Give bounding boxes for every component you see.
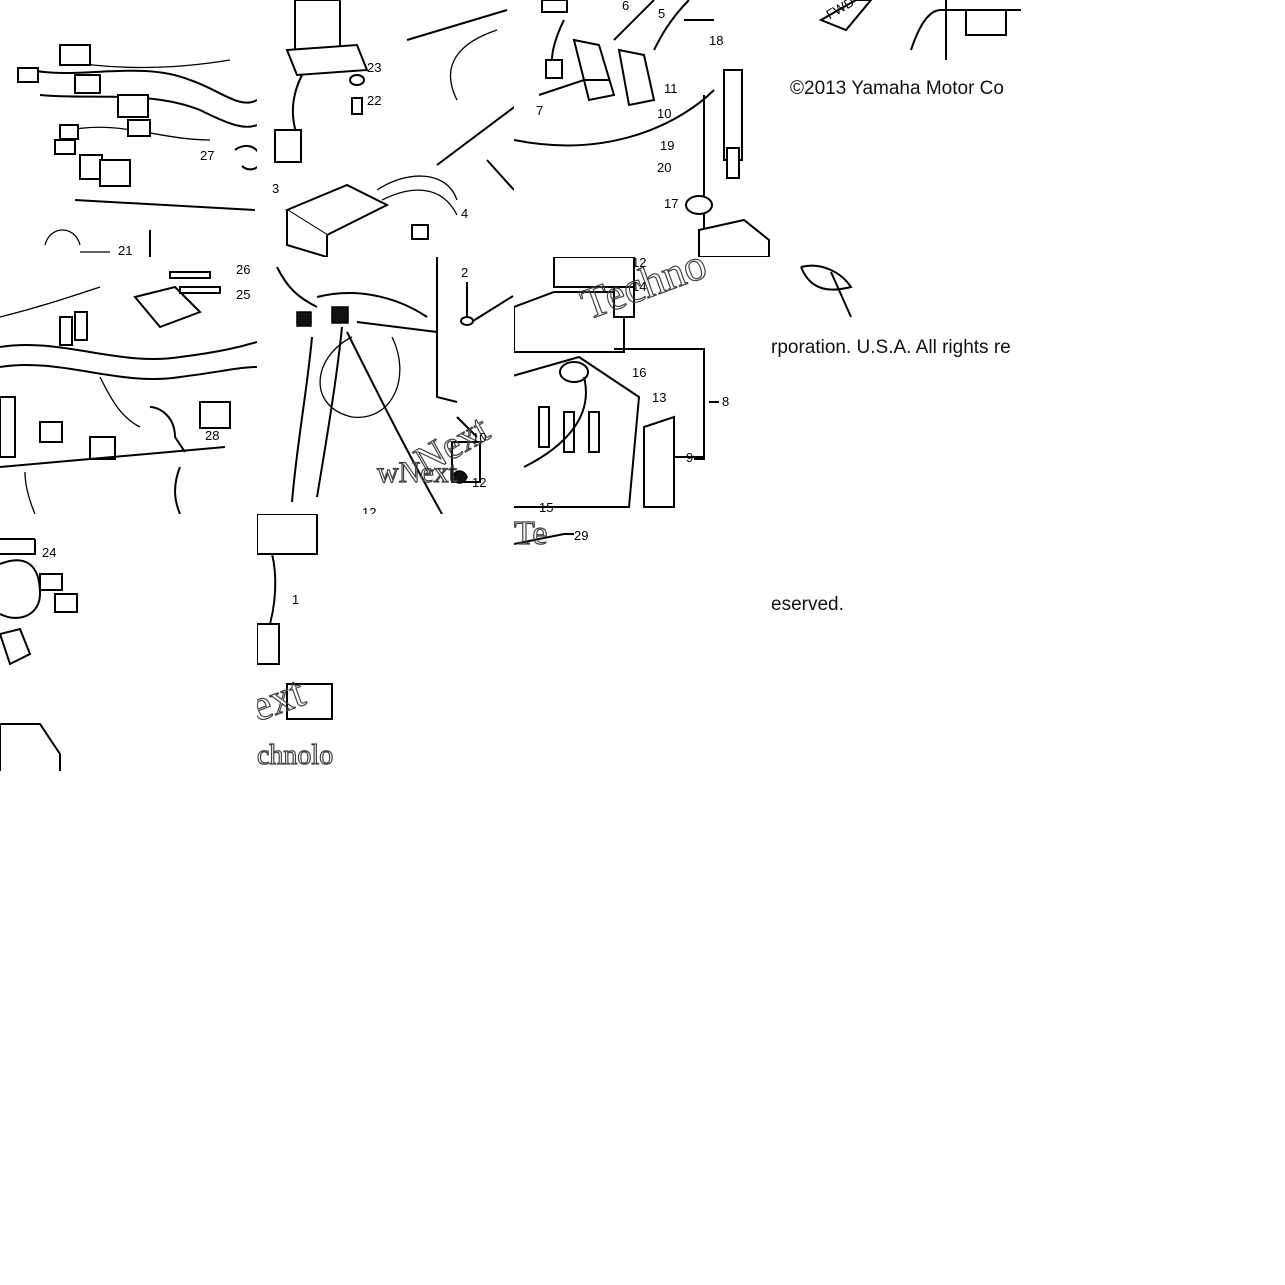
callout-7: 7 (536, 103, 543, 118)
callout-13b: 12 (362, 505, 376, 514)
callout-24: 24 (42, 545, 56, 560)
harness-upper-drawing: 27 21 (17, 44, 257, 257)
callout-18: 18 (709, 33, 723, 48)
callout-23: 23 (367, 60, 381, 75)
lower-middle-drawing: ext chnolo 1 (257, 514, 334, 771)
tile-lower-middle: ext chnolo 1 (257, 514, 353, 771)
callout-20: 20 (657, 160, 671, 175)
lower-left-drawing: 24 (0, 538, 78, 771)
tile-bolt-strip: 2 (437, 257, 514, 347)
callout-17: 17 (664, 196, 678, 211)
callout-29: 29 (574, 528, 588, 543)
callout-4: 4 (461, 206, 468, 221)
tile-lower-right: Te 29 (514, 514, 614, 564)
tile-copyright-middle (771, 257, 1028, 514)
fwd-arrow-icon (818, 0, 873, 32)
callout-22: 22 (367, 93, 381, 108)
callout-21: 21 (118, 243, 132, 257)
callout-10: 10 (657, 106, 671, 121)
fwd-drawing: FWD (818, 0, 1021, 60)
mount-drawing (800, 264, 853, 318)
callout-5: 5 (658, 6, 665, 21)
plug-caps-drawing: 6 5 7 18 11 10 19 20 17 (514, 0, 770, 257)
callout-15: 15 (539, 500, 553, 514)
callout-8: 8 (722, 394, 729, 409)
copyright-part2: rporation. U.S.A. All rights re (771, 337, 1011, 358)
cdi-unit-drawing: wNext Next 10 12 12 (276, 257, 497, 514)
tile-cdi-unit: wNext Next 10 12 12 (257, 257, 514, 514)
callout-3: 3 (272, 181, 279, 196)
bolt-drawing: 2 (460, 265, 514, 326)
callout-19: 19 (660, 138, 674, 153)
callout-13: 13 (652, 390, 666, 405)
callout-14: 14 (632, 279, 646, 294)
ignition-coil-drawing: 23 22 3 4 (272, 0, 514, 257)
tile-copyright-top: FWD (771, 0, 1028, 257)
copyright-part1: ©2013 Yamaha Motor Co (790, 78, 1004, 99)
callout-25: 25 (236, 287, 250, 302)
tile-wire-harness-upper: 27 21 (0, 0, 257, 257)
callout-12: 12 (632, 257, 646, 270)
callout-12b: 12 (472, 475, 486, 490)
watermark-chnolo: chnolo (257, 740, 333, 771)
callout-28: 28 (205, 428, 219, 443)
harness-lower-drawing: 26 25 28 (0, 262, 257, 514)
callout-11: 11 (664, 81, 678, 96)
callout-10b: 10 (472, 430, 486, 445)
tile-regulator: Techno 12 14 16 13 8 9 15 2 (514, 257, 771, 514)
copyright-part3: eserved. (771, 594, 844, 615)
callout-27: 27 (200, 148, 214, 163)
callout-2-label: 2 (461, 265, 468, 280)
callout-26: 26 (236, 262, 250, 277)
callout-6: 6 (622, 0, 629, 13)
callout-1: 1 (292, 592, 299, 607)
callout-9: 9 (686, 450, 693, 465)
lower-right-drawing: Te 29 (514, 514, 588, 553)
watermark-te: Te (514, 515, 548, 552)
watermark-wnext: wNext (377, 456, 458, 489)
watermark-ext: ext (257, 667, 311, 731)
callout-16: 16 (632, 365, 646, 380)
regulator-drawing: Techno 12 14 16 13 8 9 15 2 (514, 257, 729, 514)
tile-ignition-coil: 23 22 3 4 (257, 0, 514, 257)
tile-plug-caps: 6 5 7 18 11 10 19 20 17 (514, 0, 771, 257)
tile-wire-harness-lower: 26 25 28 (0, 257, 257, 514)
tile-lower-left: 24 (0, 514, 257, 771)
